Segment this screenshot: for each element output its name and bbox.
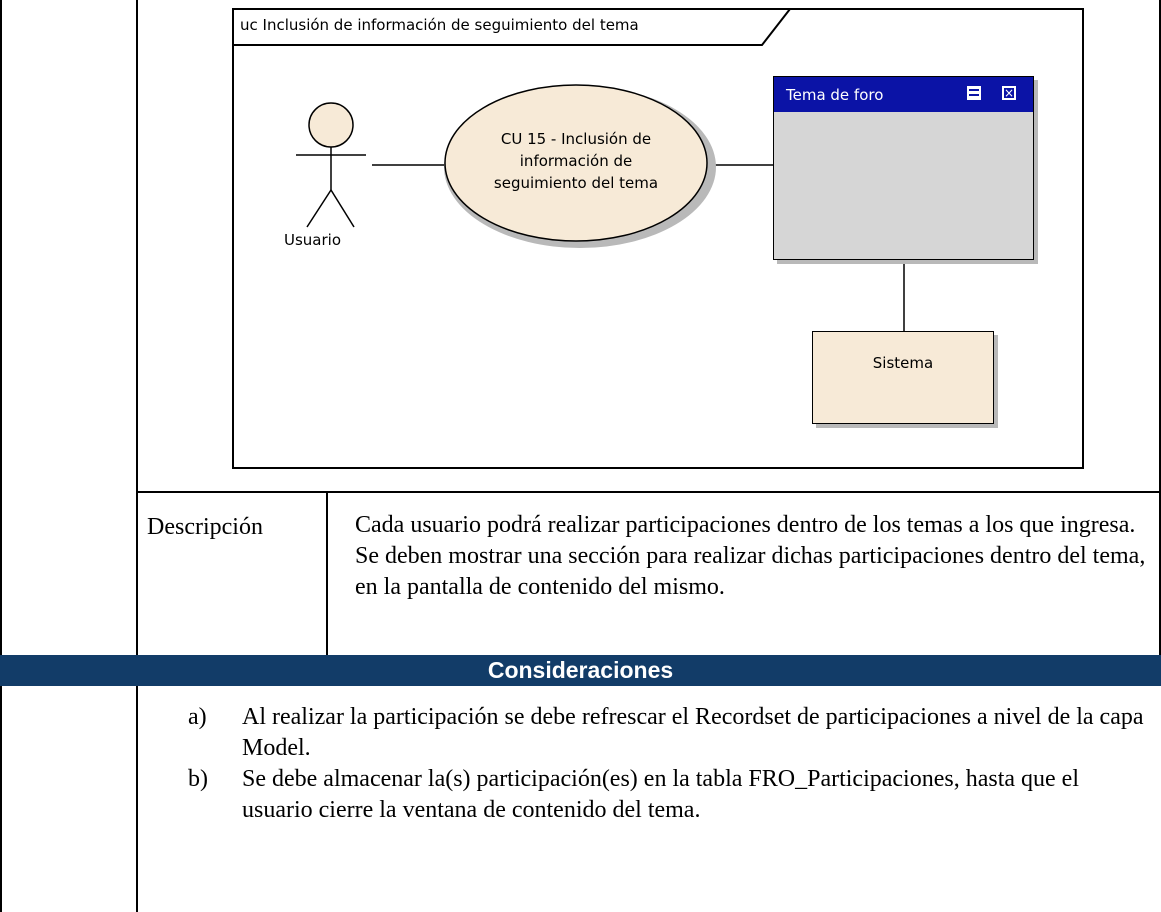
use-case-line: información de bbox=[519, 152, 633, 170]
use-case-line: CU 15 - Inclusión de bbox=[500, 130, 652, 148]
system-label: Sistema bbox=[872, 354, 934, 372]
window-title: Tema de foro bbox=[786, 86, 884, 104]
forum-topic-window: Tema de foro × bbox=[773, 76, 1034, 260]
list-marker: b) bbox=[188, 766, 208, 792]
desc-cell-divider bbox=[326, 491, 328, 655]
description-text: Cada usuario podrá realizar participacio… bbox=[355, 512, 1146, 600]
diagram-connectors bbox=[372, 84, 905, 331]
considerations-list: a) Al realizar la participación se debe … bbox=[188, 702, 1148, 826]
table-border-left bbox=[0, 0, 2, 912]
table-border-right bbox=[1159, 0, 1161, 655]
list-item: b) Se debe almacenar la(s) participación… bbox=[188, 764, 1148, 826]
actor-label: Usuario bbox=[284, 231, 342, 249]
list-item: a) Al realizar la participación se debe … bbox=[188, 702, 1148, 764]
list-marker: a) bbox=[188, 704, 207, 730]
considerations-header: Consideraciones bbox=[0, 655, 1161, 686]
table-border-inner bbox=[136, 0, 138, 912]
use-case-line: seguimiento del tema bbox=[493, 174, 659, 192]
window-title-bar: Tema de foro × bbox=[774, 77, 1033, 112]
diagram-frame-tab bbox=[233, 8, 791, 46]
actor-icon bbox=[296, 102, 366, 228]
use-case-label: CU 15 - Inclusión de información de segu… bbox=[445, 128, 707, 194]
diagram-title: uc Inclusión de información de seguimien… bbox=[240, 16, 639, 34]
system-box: Sistema bbox=[812, 331, 994, 424]
list-item-text: Se debe almacenar la(s) participación(es… bbox=[242, 766, 1079, 823]
row-divider-diagram bbox=[136, 491, 1161, 493]
close-icon: × bbox=[1002, 86, 1016, 100]
description-label: Descripción bbox=[147, 514, 263, 540]
list-item-text: Al realizar la participación se debe ref… bbox=[242, 704, 1144, 761]
minimize-icon bbox=[967, 86, 981, 100]
